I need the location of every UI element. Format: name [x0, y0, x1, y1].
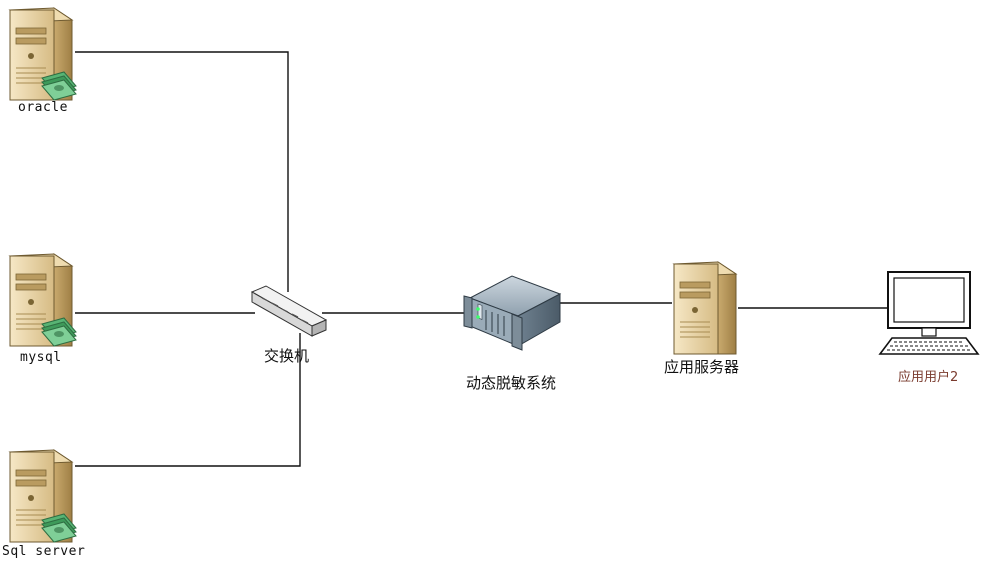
user-computer-icon	[878, 271, 980, 355]
switch-label: 交换机	[264, 347, 310, 365]
oracle-server-icon	[9, 7, 77, 101]
link-oracle-switch	[75, 51, 289, 292]
mysql-label: mysql	[20, 350, 62, 365]
mysql-server-icon	[9, 253, 77, 347]
sqlserver-label: Sql server	[2, 544, 86, 559]
link-sqlserver-switch	[75, 333, 301, 467]
oracle-label: oracle	[18, 100, 68, 115]
masking-system-label: 动态脱敏系统	[466, 374, 557, 392]
connection-lines	[75, 51, 888, 467]
user-label: 应用用户2	[898, 370, 959, 385]
sqlserver-server-icon	[9, 449, 77, 543]
app-server-label: 应用服务器	[664, 358, 740, 376]
app-server-icon	[673, 261, 737, 355]
masking-system-icon	[463, 275, 562, 351]
switch-icon	[250, 285, 328, 337]
